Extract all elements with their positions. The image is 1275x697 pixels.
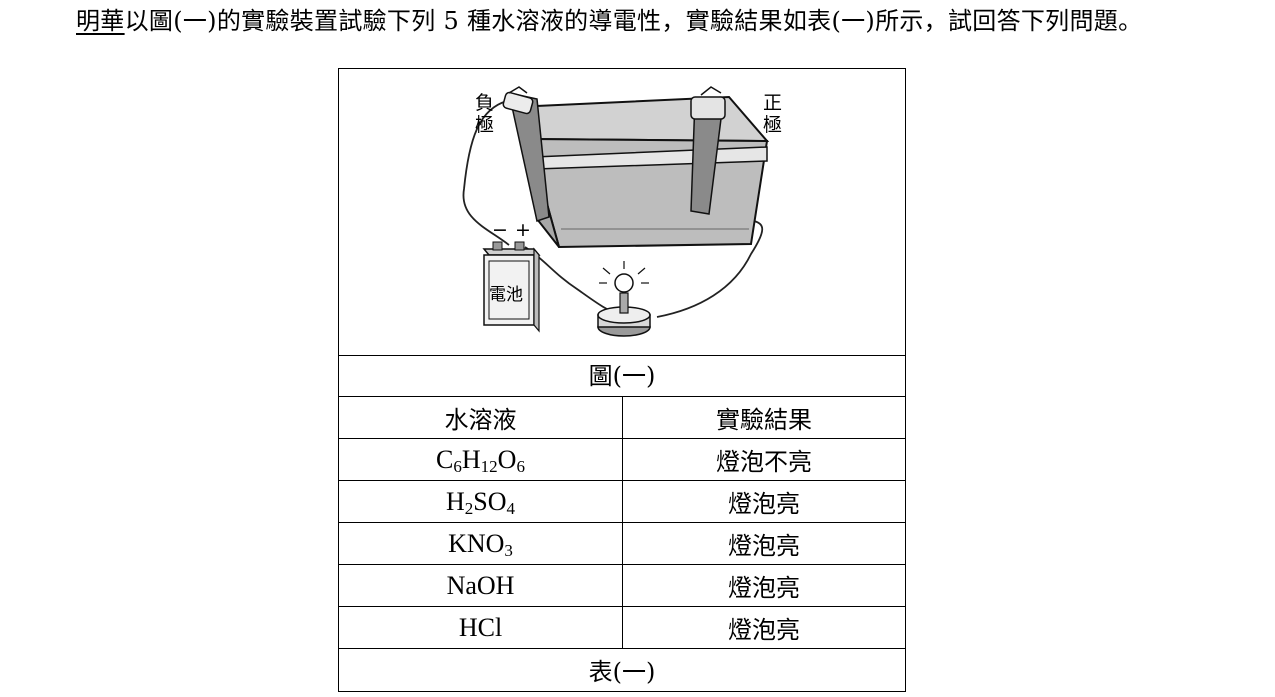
battery: 電池 [482, 241, 541, 333]
solution-cell: H2SO4 [339, 480, 623, 523]
table-header-row: 水溶液 實驗結果 [339, 397, 905, 439]
positive-label-2: 極 [763, 114, 782, 136]
table-row: NaOH 燈泡亮 [339, 564, 905, 607]
figure-table-frame: 負 極 正 極 電池 − + [338, 68, 906, 692]
table-row: HCl 燈泡亮 [339, 606, 905, 649]
positive-electrode [690, 86, 726, 215]
result-cell: 燈泡亮 [622, 522, 905, 565]
conductivity-apparatus-illustration: 負 極 正 極 電池 − + [462, 86, 782, 337]
battery-label: 電池 [489, 285, 523, 305]
negative-wire [462, 100, 510, 246]
question-intro: 明華以圖(一)的實驗裝置試驗下列 5 種水溶液的導電性，實驗結果如表(一)所示，… [6, 2, 1271, 40]
negative-label-1: 負 [475, 92, 494, 114]
figure-caption: 圖(一) [339, 355, 905, 397]
battery-minus-sign: − [492, 219, 508, 241]
result-cell: 燈泡亮 [622, 606, 905, 649]
battery-plus-sign: + [515, 219, 531, 241]
positive-wire [656, 220, 764, 318]
solution-cell: C6H12O6 [339, 438, 623, 481]
solution-cell: NaOH [339, 564, 623, 607]
experiment-figure: 負 極 正 極 電池 − + [339, 69, 905, 356]
header-result: 實驗結果 [622, 397, 905, 439]
header-solution: 水溶液 [339, 397, 623, 439]
table-row: KNO3 燈泡亮 [339, 522, 905, 565]
result-cell: 燈泡不亮 [622, 438, 905, 481]
results-table: 水溶液 實驗結果 C6H12O6 燈泡不亮 H2SO4 燈泡亮 KNO3 燈泡亮… [339, 397, 905, 690]
table-caption-row: 表(一) [339, 649, 905, 691]
negative-label-2: 極 [475, 114, 494, 136]
table-row: H2SO4 燈泡亮 [339, 480, 905, 523]
light-bulb [597, 261, 651, 337]
result-cell: 燈泡亮 [622, 480, 905, 523]
result-cell: 燈泡亮 [622, 564, 905, 607]
table-caption: 表(一) [588, 658, 656, 686]
question-text: 以圖(一)的實驗裝置試驗下列 5 種水溶液的導電性，實驗結果如表(一)所示，試回… [124, 7, 1143, 35]
person-name: 明華 [76, 7, 125, 35]
negative-electrode [502, 86, 550, 222]
solution-cell: HCl [339, 606, 623, 649]
positive-label-1: 正 [763, 92, 782, 114]
solution-cell: KNO3 [339, 522, 623, 565]
table-row: C6H12O6 燈泡不亮 [339, 438, 905, 481]
water-tank [513, 95, 770, 249]
